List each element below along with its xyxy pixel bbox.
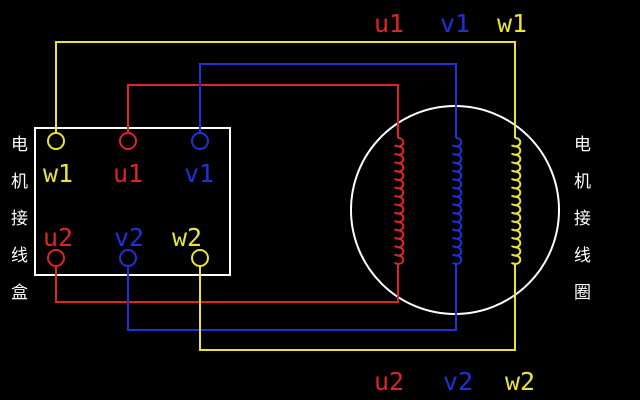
- v1-wire: [199, 63, 457, 138]
- left-vertical-char: 接: [11, 209, 28, 229]
- bottom-label-v2: v2: [443, 367, 473, 396]
- coil-winding: [394, 137, 405, 266]
- terminal-w2: [191, 249, 209, 267]
- left-vertical-char: 线: [11, 246, 28, 266]
- terminal-v2: [119, 249, 137, 267]
- box-label-u2: u2: [43, 223, 73, 252]
- u2-wire: [55, 264, 399, 303]
- bottom-label-u2: u2: [374, 367, 404, 396]
- box-label-u1: u1: [113, 159, 143, 188]
- right-vertical-char: 圈: [574, 283, 591, 303]
- top-label-u1: u1: [374, 9, 404, 38]
- top-label-w1: w1: [497, 9, 527, 38]
- box-label-w1: w1: [43, 159, 73, 188]
- terminal-box: [34, 127, 231, 276]
- u-coil: [394, 137, 405, 266]
- terminal-u1: [119, 132, 137, 150]
- w-coil: [511, 137, 522, 266]
- left-vertical-char: 机: [11, 172, 28, 192]
- v2-wire: [127, 264, 457, 331]
- left-vertical-char: 电: [11, 135, 28, 155]
- coil-winding: [511, 137, 522, 266]
- v-coil: [452, 137, 463, 266]
- left-vertical-char: 盒: [11, 283, 28, 303]
- terminal-u2: [47, 249, 65, 267]
- terminal-w1: [47, 132, 65, 150]
- right-vertical-char: 电: [574, 135, 591, 155]
- w1-wire: [55, 41, 516, 138]
- box-label-w2: w2: [172, 223, 202, 252]
- terminal-v1: [191, 132, 209, 150]
- bottom-label-w2: w2: [505, 367, 535, 396]
- w2-wire: [199, 264, 516, 351]
- u1-wire: [127, 84, 399, 138]
- top-label-v1: v1: [440, 9, 470, 38]
- coil-winding: [452, 137, 463, 266]
- right-vertical-char: 机: [574, 172, 591, 192]
- box-label-v1: v1: [184, 159, 214, 188]
- box-label-v2: v2: [114, 223, 144, 252]
- right-vertical-char: 线: [574, 246, 591, 266]
- right-vertical-char: 接: [574, 209, 591, 229]
